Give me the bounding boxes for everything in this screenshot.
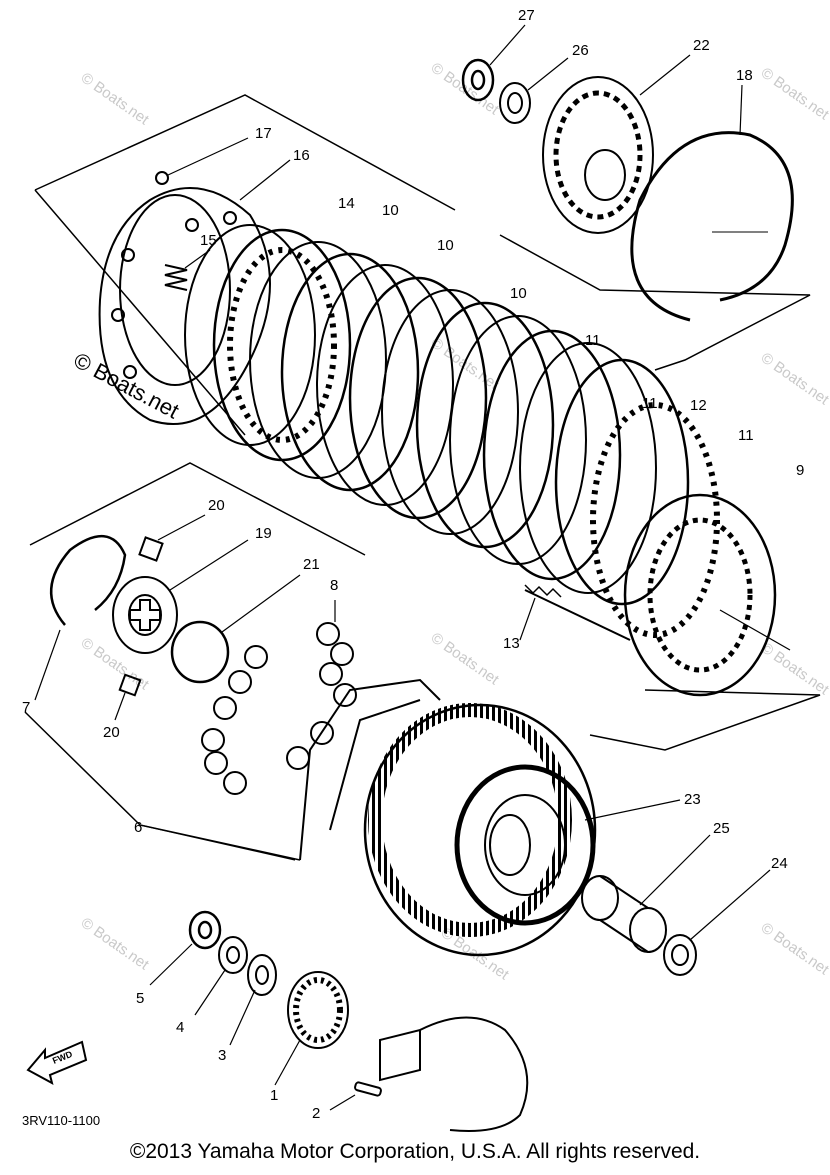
part-15-spring xyxy=(164,249,211,291)
part-22-clutch-boss xyxy=(542,54,691,234)
part-label: 27 xyxy=(518,7,535,24)
part-label: 19 xyxy=(255,525,272,542)
part-label: 20 xyxy=(103,724,120,741)
part-6-clutch-housing xyxy=(139,678,441,861)
watermark: © Boats.net xyxy=(758,349,830,408)
part-26-washer xyxy=(499,57,569,124)
part-7-circlip xyxy=(34,534,127,701)
part-13-pushrod xyxy=(519,584,631,641)
part-label: 23 xyxy=(684,791,701,808)
watermark: © Boats.net xyxy=(758,639,830,698)
watermark-large: © Boats.net xyxy=(70,347,184,423)
part-label: 4 xyxy=(176,1019,184,1036)
drawing-code: 3RV110-1100 xyxy=(22,1113,100,1128)
part-label: 14 xyxy=(338,195,355,212)
part-27-nut xyxy=(461,24,526,102)
part-label: 25 xyxy=(713,820,730,837)
fwd-label: FWD xyxy=(51,1049,74,1066)
part-25-spacer xyxy=(581,834,711,953)
part-17-bolt xyxy=(155,137,249,185)
part-label: 8 xyxy=(330,577,338,594)
part-20-bracket-upper xyxy=(138,514,206,562)
part-label: 18 xyxy=(736,67,753,84)
part-21-ring xyxy=(170,574,301,684)
part-label: 13 xyxy=(503,635,520,652)
part-label: 17 xyxy=(255,125,272,142)
part-label: 11 xyxy=(642,395,658,412)
part-label: 22 xyxy=(693,37,710,54)
part-label: 10 xyxy=(382,202,399,219)
part-label: 11 xyxy=(738,427,754,444)
part-label: 3 xyxy=(218,1047,226,1064)
part-label: 24 xyxy=(771,855,788,872)
part-label: 10 xyxy=(510,285,527,302)
part-4-washer xyxy=(194,936,248,1016)
part-23-driven-gear xyxy=(363,703,681,957)
watermark: © Boats.net xyxy=(78,69,153,128)
part-label: 16 xyxy=(293,147,310,164)
part-3-washer xyxy=(229,954,277,1046)
part-label: 9 xyxy=(796,462,804,479)
part-label: 21 xyxy=(303,556,320,573)
crankshaft xyxy=(379,1016,529,1132)
part-label: 7 xyxy=(22,699,30,716)
part-label: 26 xyxy=(572,42,589,59)
part-label: 12 xyxy=(690,397,707,414)
watermark: © Boats.net xyxy=(758,919,830,978)
part-16-pressure-plate xyxy=(98,159,291,425)
upper-assembly-outline xyxy=(34,94,811,436)
clutch-exploded-diagram: © Boats.net © Boats.net © Boats.net © Bo… xyxy=(22,7,830,1132)
watermark: © Boats.net xyxy=(428,629,503,688)
part-2-key xyxy=(329,1081,382,1111)
clutch-plate-stack xyxy=(184,224,791,697)
part-1-primary-drive-gear xyxy=(274,971,349,1086)
part-number-labels: 27 26 22 18 17 16 14 10 15 10 10 11 11 1… xyxy=(22,7,804,1128)
fwd-arrow-icon: FWD xyxy=(26,1040,88,1085)
part-label: 6 xyxy=(134,819,142,836)
part-label: 20 xyxy=(208,497,225,514)
part-label: 1 xyxy=(270,1087,278,1104)
watermark: © Boats.net xyxy=(758,64,830,123)
part-8-balls xyxy=(201,600,357,795)
part-24-washer xyxy=(663,869,771,976)
part-label: 10 xyxy=(437,237,454,254)
watermark: © Boats.net xyxy=(78,634,153,693)
part-label: 11 xyxy=(585,332,601,349)
watermark: © Boats.net xyxy=(78,914,153,973)
part-label: 5 xyxy=(136,990,144,1007)
part-5-nut xyxy=(149,910,222,986)
copyright-notice: ©2013 Yamaha Motor Corporation, U.S.A. A… xyxy=(129,1140,701,1163)
part-18-circlip xyxy=(630,84,794,322)
part-label: 2 xyxy=(312,1105,320,1122)
part-label: 15 xyxy=(200,232,217,249)
part-20-bracket-lower xyxy=(114,673,142,721)
part-19-hub xyxy=(112,539,249,654)
